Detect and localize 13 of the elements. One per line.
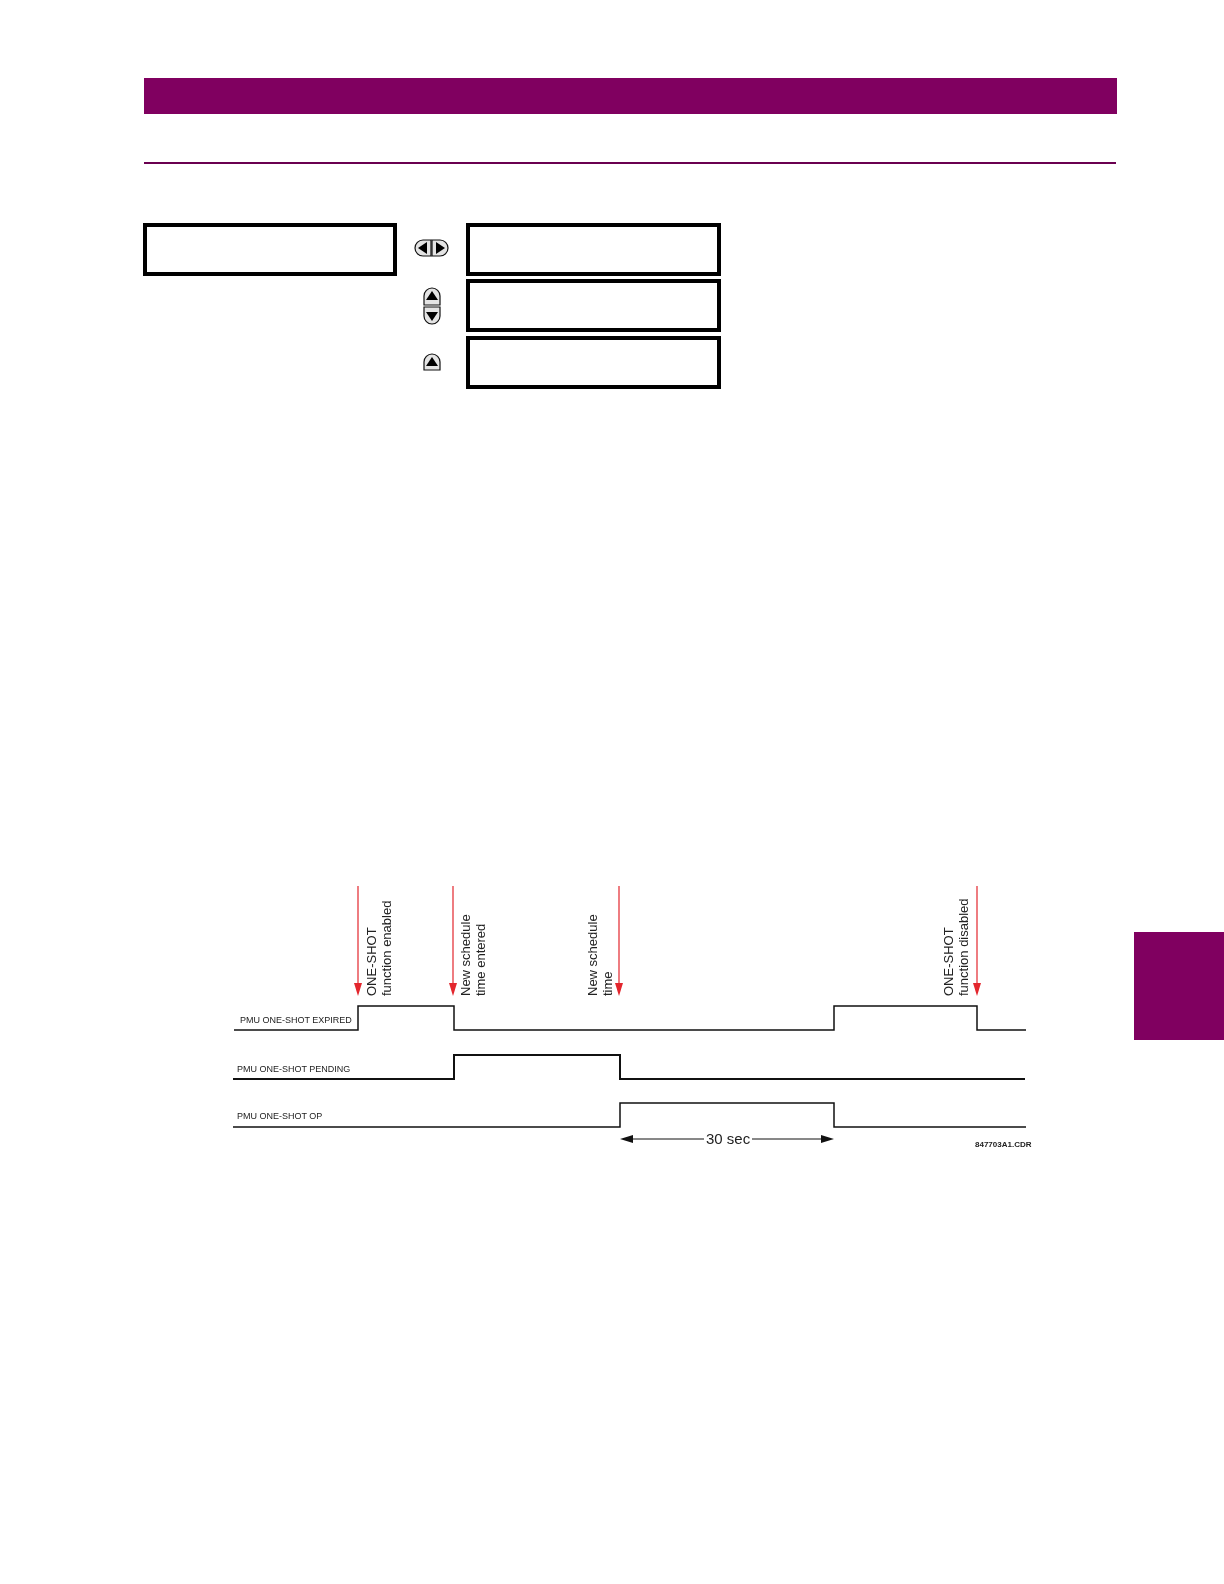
signal-label: PMU ONE-SHOT EXPIRED <box>240 1015 352 1026</box>
event-label: New schedule time entered <box>458 913 488 996</box>
event-label: ONE-SHOT function disabled <box>941 897 971 996</box>
event-label: New schedule time <box>585 913 615 996</box>
figure-code: 847703A1.CDR <box>975 1140 1032 1150</box>
event-label: ONE-SHOT function enabled <box>364 899 394 996</box>
display-box <box>143 223 397 276</box>
display-box <box>466 336 721 389</box>
display-box <box>466 279 721 332</box>
display-box <box>466 223 721 276</box>
signal-label: PMU ONE-SHOT PENDING <box>237 1064 351 1075</box>
signal-label: PMU ONE-SHOT OP <box>237 1111 323 1122</box>
side-tab <box>1134 932 1224 1040</box>
